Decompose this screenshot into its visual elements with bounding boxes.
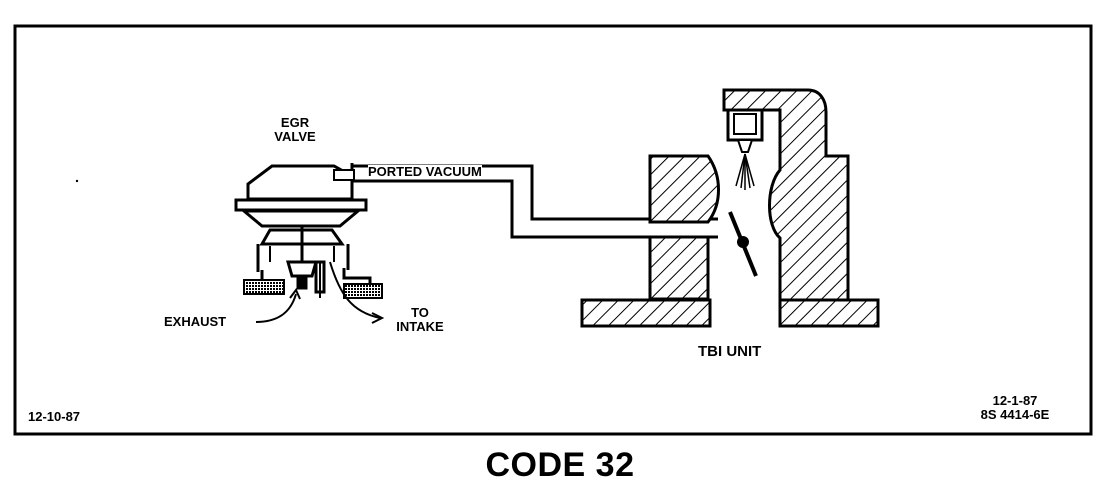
to-intake-label: TO INTAKE	[390, 306, 450, 334]
to-intake-label-line1: TO	[411, 305, 429, 320]
page-title: CODE 32	[485, 446, 635, 484]
diagram-frame	[13, 24, 1093, 436]
footer-ref-block: 12-1-87 8S 4414-6E	[960, 394, 1070, 422]
egr-valve-label: EGR VALVE	[268, 116, 322, 144]
tbi-unit	[580, 88, 880, 328]
footer-date-left: 12-10-87	[28, 409, 81, 424]
to-intake-label-line2: INTAKE	[396, 319, 444, 334]
egr-valve-label-line2: VALVE	[274, 129, 316, 144]
exhaust-label: EXHAUST	[164, 314, 227, 329]
tbi-unit-label: TBI UNIT	[698, 343, 762, 360]
egr-valve-label-line1: EGR	[280, 115, 310, 130]
flow-arrows	[255, 261, 385, 324]
footer-ref-code: 8S 4414-6E	[980, 407, 1050, 422]
egr-valve	[234, 164, 383, 299]
footer-date-right: 12-1-87	[992, 393, 1038, 408]
ported-vacuum-label: PORTED VACUUM	[368, 164, 482, 179]
